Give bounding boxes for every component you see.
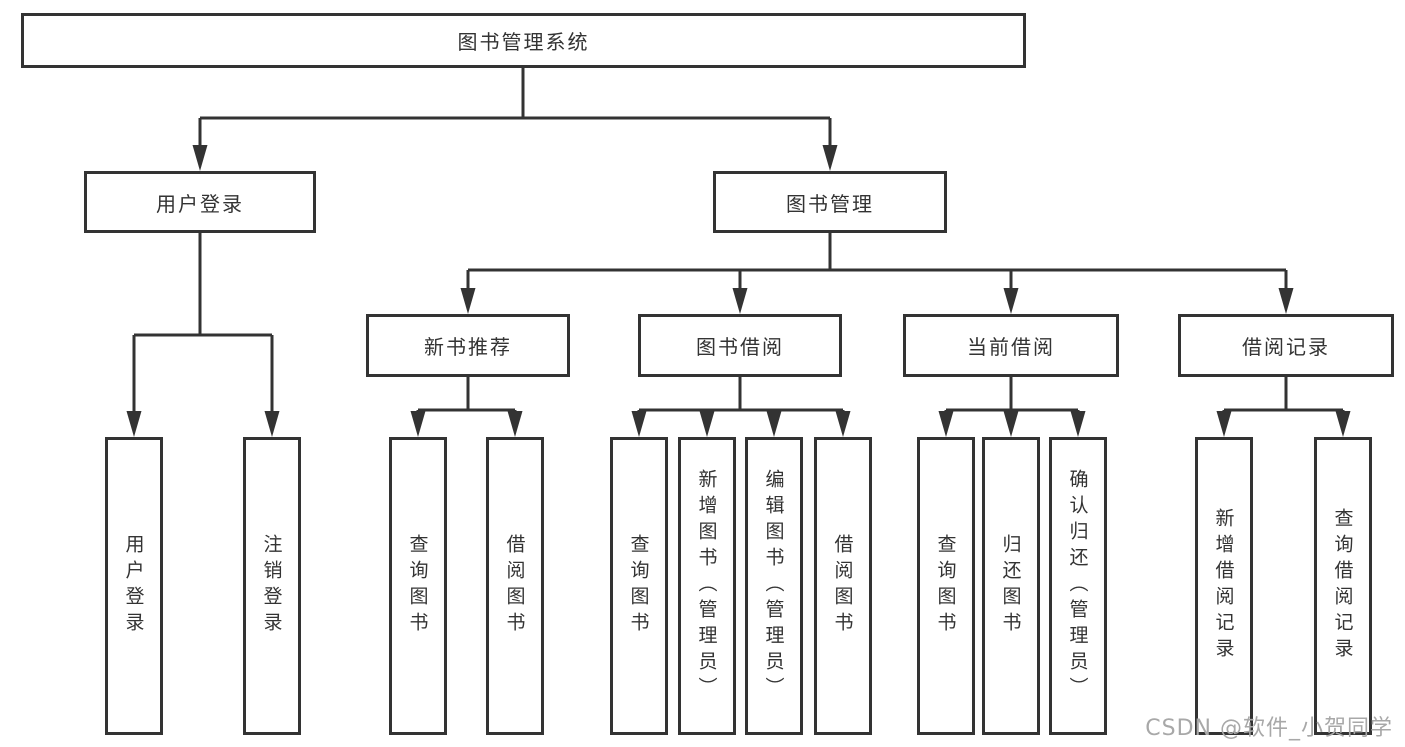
leaf-current-return-book: 归还图书 (982, 437, 1040, 735)
node-label: 确认归还（管理员） (1066, 469, 1089, 703)
node-user-login: 用户登录 (84, 171, 316, 233)
leaf-current-confirm-return-admin: 确认归还（管理员） (1049, 437, 1107, 735)
node-label: 查询图书 (627, 534, 650, 638)
node-root: 图书管理系统 (21, 13, 1026, 68)
node-new-book-recommend: 新书推荐 (366, 314, 570, 377)
leaf-current-query-book: 查询图书 (917, 437, 975, 735)
leaf-borrow-add-book-admin: 新增图书（管理员） (678, 437, 736, 735)
node-label: 查询图书 (406, 534, 429, 638)
leaf-borrow-edit-book-admin: 编辑图书（管理员） (745, 437, 803, 735)
arrowheads (126, 145, 1351, 437)
node-label: 图书管理系统 (457, 30, 590, 54)
node-borrow-records: 借阅记录 (1178, 314, 1394, 377)
node-label: 借阅图书 (831, 534, 854, 638)
node-label: 编辑图书（管理员） (762, 469, 785, 703)
node-label: 查询借阅记录 (1331, 508, 1354, 664)
node-label: 用户登录 (122, 534, 145, 638)
node-label: 新书推荐 (424, 335, 512, 359)
node-label: 用户登录 (156, 191, 244, 216)
leaf-user-login: 用户登录 (105, 437, 163, 735)
node-label: 图书管理 (786, 191, 874, 216)
leaf-records-query-record: 查询借阅记录 (1314, 437, 1372, 735)
node-book-management: 图书管理 (713, 171, 947, 233)
node-label: 注销登录 (260, 534, 283, 638)
leaf-borrow-query-book: 查询图书 (610, 437, 668, 735)
node-label: 归还图书 (999, 534, 1022, 638)
node-label: 借阅记录 (1242, 335, 1330, 359)
leaf-borrow-borrow-book: 借阅图书 (814, 437, 872, 735)
node-label: 图书借阅 (696, 335, 784, 359)
node-label: 当前借阅 (967, 335, 1055, 359)
connector-paths (132, 68, 1345, 414)
node-label: 新增借阅记录 (1212, 508, 1235, 664)
node-current-borrow: 当前借阅 (903, 314, 1119, 377)
leaf-recommend-query-book: 查询图书 (389, 437, 447, 735)
leaf-recommend-borrow-book: 借阅图书 (486, 437, 544, 735)
node-label: 借阅图书 (503, 534, 526, 638)
leaf-records-add-record: 新增借阅记录 (1195, 437, 1253, 735)
node-label: 新增图书（管理员） (695, 469, 718, 703)
watermark: CSDN @软件_小贺同学 (1145, 716, 1393, 741)
leaf-logout-login: 注销登录 (243, 437, 301, 735)
node-book-borrow: 图书借阅 (638, 314, 842, 377)
node-label: 查询图书 (934, 534, 957, 638)
